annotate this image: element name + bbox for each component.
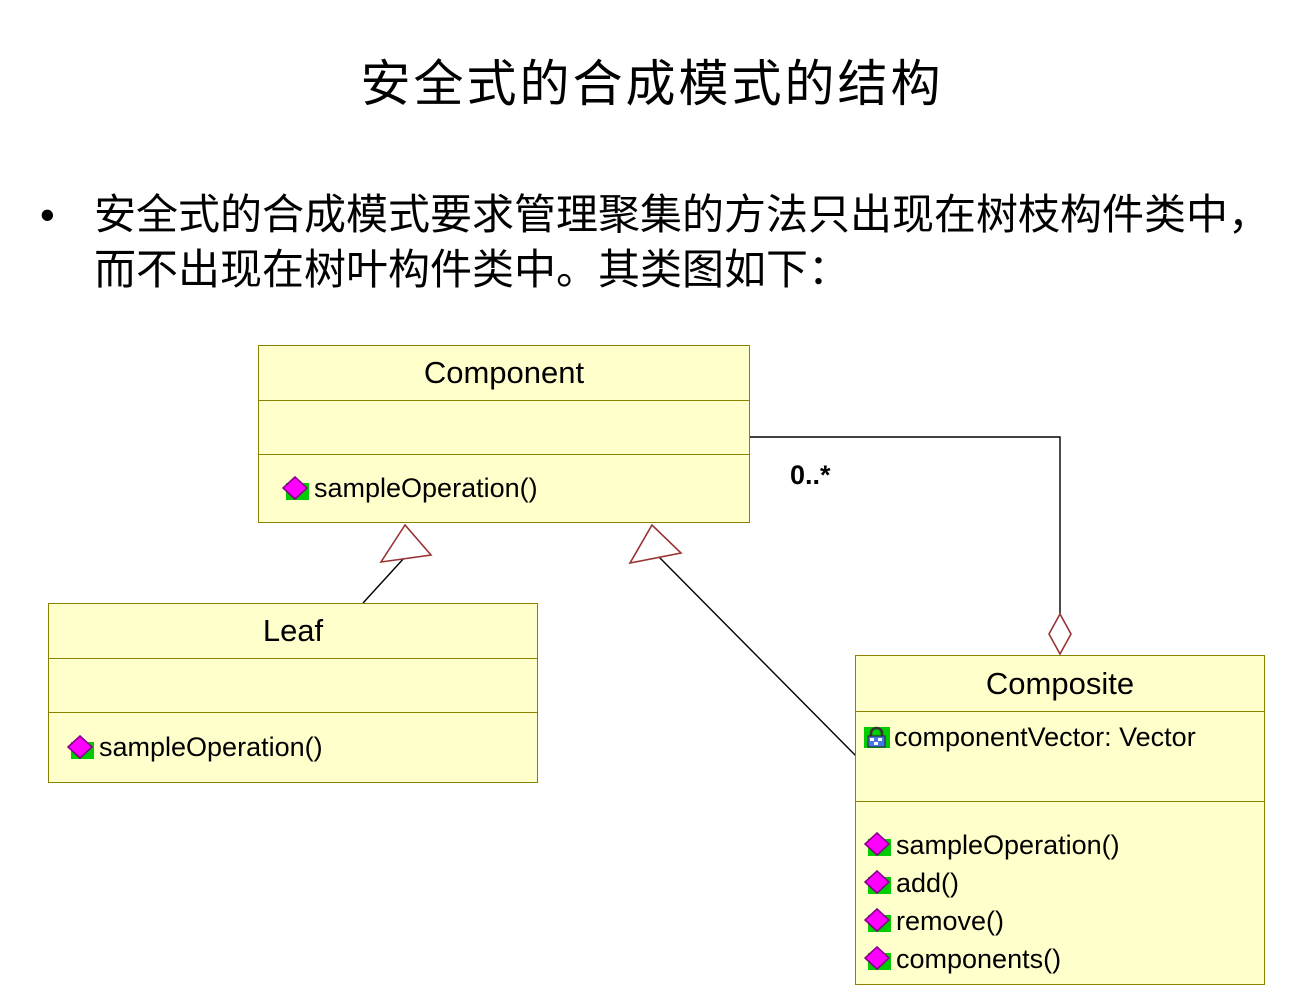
operation-row: remove() — [864, 902, 1264, 940]
class-component: Component sampleOperation() — [258, 345, 750, 523]
operation-label: sampleOperation() — [896, 829, 1120, 860]
public-operation-icon — [864, 832, 894, 858]
public-operation-icon — [864, 908, 894, 934]
operation-row: sampleOperation() — [67, 729, 537, 767]
operation-label: sampleOperation() — [99, 732, 323, 762]
operation-label: add() — [896, 867, 960, 898]
operation-row: add() — [864, 864, 1264, 902]
public-operation-icon — [67, 735, 97, 761]
class-composite: Composite componentVector: Vector sample… — [855, 655, 1265, 985]
class-composite-operations: sampleOperation() add() remove() compone… — [856, 802, 1264, 984]
attribute-label: componentVector: Vector — [894, 721, 1196, 752]
multiplicity-label: 0..* — [790, 460, 831, 490]
aggregation-diamond-icon — [1048, 612, 1072, 656]
generalization-triangle-composite-icon — [628, 523, 683, 565]
class-component-name: Component — [259, 346, 749, 401]
class-leaf-attributes — [49, 659, 537, 713]
class-composite-name: Composite — [856, 656, 1264, 712]
operation-row: components() — [864, 940, 1264, 978]
operation-label: remove() — [896, 905, 1005, 936]
bullet-marker: • — [40, 191, 55, 238]
generalization-triangle-leaf-icon — [379, 523, 433, 564]
operation-row: sampleOperation() — [864, 826, 1264, 864]
public-operation-icon — [282, 476, 312, 502]
bullet-text: 安全式的合成模式要求管理聚集的方法只出现在树枝构件类中，而不出现在树叶构件类中。… — [94, 191, 1271, 293]
class-leaf: Leaf sampleOperation() — [48, 603, 538, 783]
class-leaf-name: Leaf — [49, 604, 537, 659]
generalization-line-composite — [657, 555, 858, 758]
class-composite-attributes: componentVector: Vector — [856, 712, 1264, 802]
class-component-operations: sampleOperation() — [259, 455, 749, 522]
public-operation-icon — [864, 870, 894, 896]
operation-label: sampleOperation() — [314, 473, 538, 503]
public-operation-icon — [864, 946, 894, 972]
page-title: 安全式的合成模式的结构 — [360, 56, 944, 112]
operation-label: components() — [896, 943, 1062, 974]
class-component-attributes — [259, 401, 749, 455]
protected-attribute-lock-icon — [862, 724, 892, 750]
attribute-row: componentVector: Vector — [862, 718, 1264, 756]
bullet-paragraph: • 安全式的合成模式要求管理聚集的方法只出现在树枝构件类中，而不出现在树叶构件类… — [40, 188, 1290, 297]
generalization-line-leaf — [362, 556, 406, 604]
class-leaf-operations: sampleOperation() — [49, 713, 537, 782]
operation-row: sampleOperation() — [282, 470, 749, 508]
